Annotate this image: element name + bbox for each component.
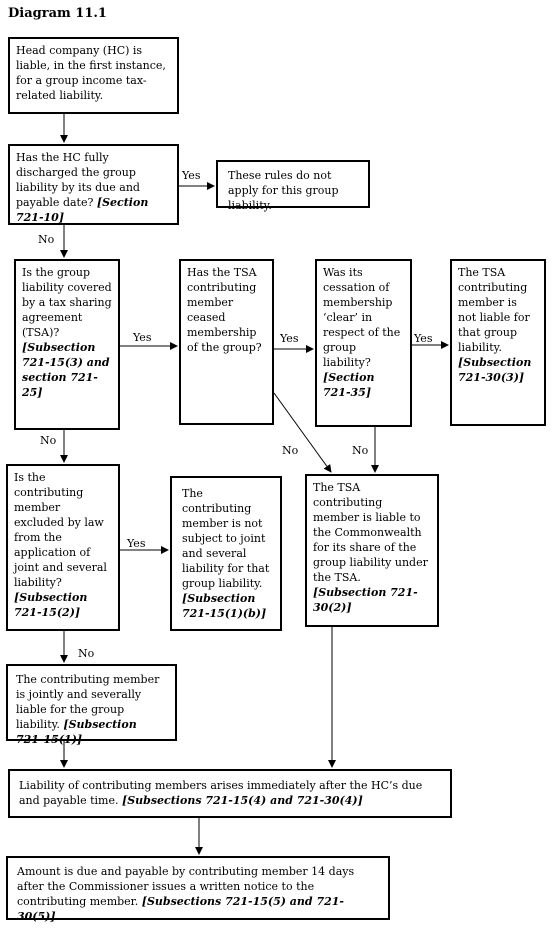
box-excluded-law: Is the contributing member excluded by l… xyxy=(6,464,120,631)
box-covered-tsa: Is the group liability covered by a tax … xyxy=(14,259,120,430)
label-no-tsa: No xyxy=(40,434,57,447)
diagram-title: Diagram 11.1 xyxy=(8,6,107,21)
box-tsa-liable: The TSA contributing member is liable to… xyxy=(305,474,439,627)
label-no-ceased: No xyxy=(282,444,299,457)
label-no-discharged: No xyxy=(38,233,55,246)
label-yes-clear: Yes xyxy=(414,332,433,345)
label-yes-discharged: Yes xyxy=(182,169,201,182)
box-hc-liable: Head company (HC) is liable, in the firs… xyxy=(8,37,179,114)
box-liability-arises: Liability of contributing members arises… xyxy=(8,769,452,818)
box-hc-discharged: Has the HC fully discharged the group li… xyxy=(8,144,179,225)
label-yes-ceased: Yes xyxy=(280,332,299,345)
box-amount-due: Amount is due and payable by contributin… xyxy=(6,856,390,923)
label-yes-tsa: Yes xyxy=(133,331,152,344)
arrow-ceased-no xyxy=(273,392,332,473)
label-no-clear: No xyxy=(352,444,369,457)
box-rules-not-apply: These rules do not apply for this group … xyxy=(216,160,370,212)
box-not-subject: The contributing member is not subject t… xyxy=(170,476,282,631)
label-yes-excluded: Yes xyxy=(127,537,146,550)
box-not-liable: The TSA contributing member is not liabl… xyxy=(450,259,546,426)
box-tsa-ceased: Has the TSA contributing member ceased m… xyxy=(179,259,274,425)
box-jointly-liable: The contributing member is jointly and s… xyxy=(6,664,177,746)
box-cessation-clear: Was its cessation of membership ‘clear’ … xyxy=(315,259,412,427)
label-no-excluded: No xyxy=(78,647,95,660)
